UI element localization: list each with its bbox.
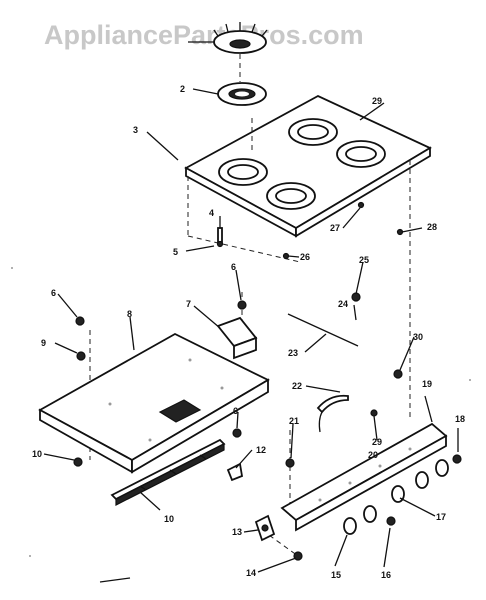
callout-20: 20 (368, 450, 378, 460)
rail-part (110, 438, 226, 506)
callout-23: 23 (288, 348, 298, 358)
callout-labels: 2 3 29 4 5 27 28 26 6 25 7 8 6 9 24 23 3… (32, 84, 465, 580)
callout-7: 7 (186, 299, 191, 309)
callout-29-bottom: 29 (372, 437, 382, 447)
clip-part (226, 462, 244, 482)
callout-22: 22 (292, 381, 302, 391)
manifold-panel-part (280, 422, 448, 532)
callout-30: 30 (413, 332, 423, 342)
scan-artifacts (11, 267, 471, 583)
callout-15: 15 (331, 570, 341, 580)
callout-21: 21 (289, 416, 299, 426)
leader-lines (43, 41, 459, 573)
callout-27: 27 (330, 223, 340, 233)
callout-24: 24 (338, 299, 348, 309)
burner-ring-part (217, 82, 267, 106)
callout-10-left: 10 (32, 449, 42, 459)
cooktop-part (184, 94, 432, 238)
callout-29-top: 29 (372, 96, 382, 106)
rod-part (287, 313, 359, 347)
callout-28: 28 (427, 222, 437, 232)
burner-box-part (38, 332, 270, 474)
callout-26: 26 (300, 252, 310, 262)
callout-16: 16 (381, 570, 391, 580)
callout-9: 9 (41, 338, 46, 348)
callout-6-mid: 6 (233, 406, 238, 416)
callout-2: 2 (180, 84, 185, 94)
callout-5: 5 (173, 247, 178, 257)
callout-18: 18 (455, 414, 465, 424)
burner-cap-part (213, 22, 268, 54)
spreader-part (316, 394, 349, 433)
callout-8: 8 (127, 309, 132, 319)
knob-bracket-part (254, 514, 276, 542)
callout-12: 12 (256, 445, 266, 455)
callout-19: 19 (422, 379, 432, 389)
callout-13: 13 (232, 527, 242, 537)
callout-6-left: 6 (51, 288, 56, 298)
callout-4: 4 (209, 208, 214, 218)
valve-knobs (343, 459, 449, 535)
callout-17: 17 (436, 512, 446, 522)
bracket-part (216, 316, 258, 360)
callout-3: 3 (133, 125, 138, 135)
callout-6-top: 6 (231, 262, 236, 272)
callout-25: 25 (359, 255, 369, 265)
screws (73, 201, 462, 561)
watermark-text: AppliancePartsPros.com (44, 20, 364, 50)
callout-10-bottom: 10 (164, 514, 174, 524)
callout-14: 14 (246, 568, 256, 578)
